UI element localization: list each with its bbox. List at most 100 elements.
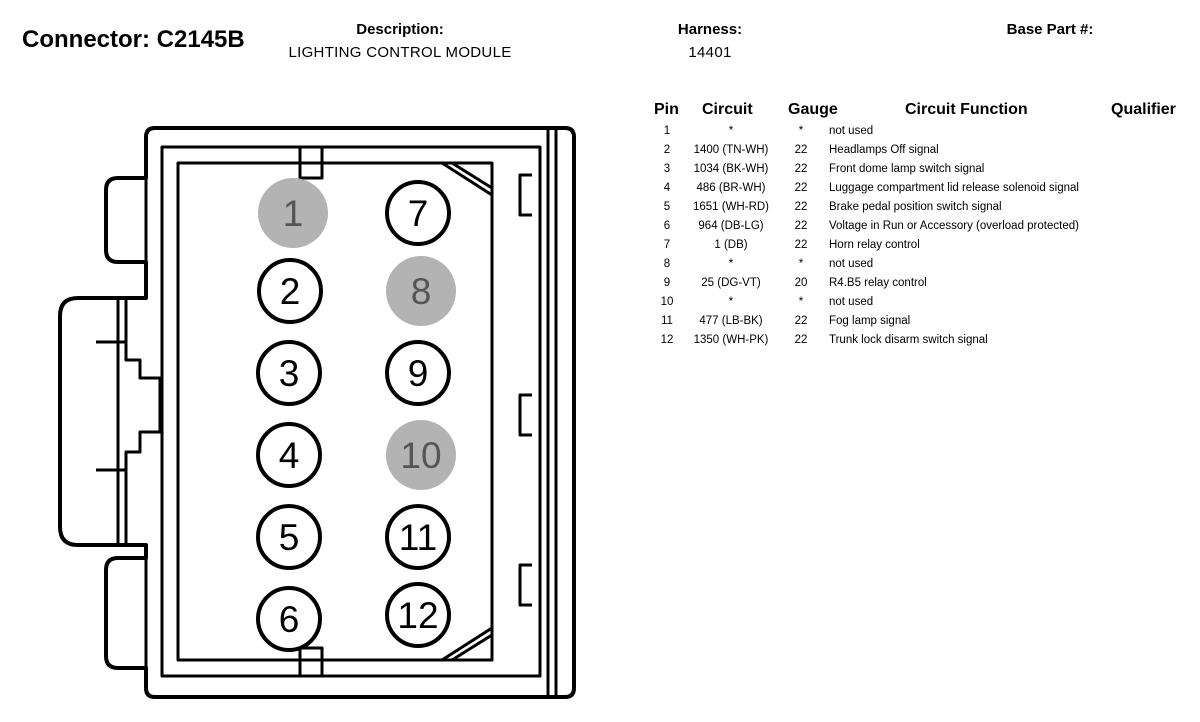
function-cell: not used [829,258,874,270]
function-cell: Front dome lamp switch signal [829,163,985,175]
pin-10: 10 [386,420,456,490]
pin-label: 4 [279,435,300,476]
description-value: LIGHTING CONTROL MODULE [288,44,512,61]
circuit-cell: 964 (DB-LG) [698,220,764,232]
header-gauge: Gauge [788,101,838,118]
pin-cell: 7 [663,239,671,251]
circuit-cell: 1400 (TN-WH) [693,144,769,156]
gauge-cell: * [798,258,804,270]
circuit-cell: 477 (LB-BK) [699,315,763,327]
table-row: 2 1400 (TN-WH) 22 Headlamps Off signal [654,144,1200,163]
gauge-cell: 22 [794,334,808,346]
circuit-cell: 1651 (WH-RD) [692,201,770,213]
function-cell: Fog lamp signal [829,315,911,327]
pin-cell: 4 [663,182,671,194]
pin-circle [257,258,323,324]
pin-label: 10 [400,435,441,476]
harness-value: 14401 [688,44,732,61]
circuit-cell: 486 (BR-WH) [696,182,766,194]
gauge-cell: 22 [794,144,808,156]
function-cell: Headlamps Off signal [829,144,939,156]
pin-8: 8 [386,256,456,326]
pin-circle [256,504,322,570]
function-cell: Voltage in Run or Accessory (overload pr… [829,220,1079,232]
pin-cell: 10 [660,296,674,308]
pin-label: 6 [279,599,300,640]
pin-cell: 6 [663,220,671,232]
pin-cell: 8 [663,258,671,270]
pin-cell: 1 [663,125,671,137]
connector-diagram: 1 2 3 4 5 6 7 8 9 10 11 12 [58,126,576,699]
table-row: 9 25 (DG-VT) 20 R4.B5 relay control [654,277,1200,296]
circuit-cell: 1350 (WH-PK) [693,334,769,346]
function-cell: Luggage compartment lid release solenoid… [829,182,1079,194]
table-row: 4 486 (BR-WH) 22 Luggage compartment lid re… [654,182,1200,201]
circuit-cell: * [728,258,734,270]
function-cell: not used [829,125,874,137]
pin-circle [385,582,451,648]
circuit-cell: 1034 (BK-WH) [693,163,769,175]
pin-label: 9 [408,353,429,394]
gauge-cell: 22 [794,315,808,327]
pin-cell: 12 [660,334,674,346]
pin-circle [385,180,451,246]
circuit-cell: 25 (DG-VT) [701,277,761,289]
pin-cell: 11 [661,315,673,327]
header-pin: Pin [654,101,679,118]
table-row: 10 * * not used [654,296,1200,315]
description-label: Description: [356,21,444,38]
circuit-cell: * [728,125,734,137]
gauge-cell: 22 [794,201,808,213]
pin-cell: 9 [663,277,671,289]
pin-cell: 2 [663,144,671,156]
header-qualifier: Qualifier [1111,101,1176,118]
pin-label: 2 [280,271,301,312]
pin-circle [385,504,451,570]
table-row: 1 * * not used [654,125,1200,144]
base-part-label: Base Part #: [1006,21,1094,38]
function-cell: not used [829,296,874,308]
harness-label: Harness: [677,21,743,38]
pin-3: 3 [256,340,322,406]
function-cell: R4.B5 relay control [829,277,927,289]
circuit-cell: 1 (DB) [714,239,748,251]
function-cell: Horn relay control [829,239,920,251]
pin-4: 4 [256,422,322,488]
pin-label: 3 [279,353,300,394]
gauge-cell: * [798,296,804,308]
pin-1: 1 [258,178,328,248]
gauge-cell: 20 [794,277,808,289]
pin-cell: 5 [663,201,671,213]
table-row: 8 * * not used [654,258,1200,277]
gauge-cell: 22 [794,239,808,251]
pin-11: 11 [385,504,451,570]
pin-circle [256,340,322,406]
pin-7: 7 [385,180,451,246]
pin-12: 12 [385,582,451,648]
pin-2: 2 [257,258,323,324]
connector-housing [58,126,576,699]
gauge-cell: * [798,125,804,137]
pin-circle [386,256,456,326]
gauge-cell: 22 [794,182,808,194]
table-row: 6 964 (DB-LG) 22 Voltage in Run or Accessor… [654,220,1200,239]
pin-cell: 3 [663,163,671,175]
table-row: 3 1034 (BK-WH) 22 Front dome lamp switch si… [654,163,1200,182]
pin-label: 8 [411,271,432,312]
table-row: 7 1 (DB) 22 Horn relay control [654,239,1200,258]
pin-circle [256,586,322,652]
gauge-cell: 22 [794,220,808,232]
circuit-cell: * [728,296,734,308]
gauge-cell: 22 [794,163,808,175]
pin-circle [256,422,322,488]
pin-cavities: 1 2 3 4 5 6 7 8 9 10 11 12 [256,178,456,652]
header-circuit-function: Circuit Function [905,101,1028,118]
header-circuit: Circuit [702,101,753,118]
pin-circle [258,178,328,248]
pin-label: 5 [279,517,300,558]
pin-label: 11 [399,517,437,558]
pin-label: 7 [408,193,429,234]
pin-circle [385,340,451,406]
